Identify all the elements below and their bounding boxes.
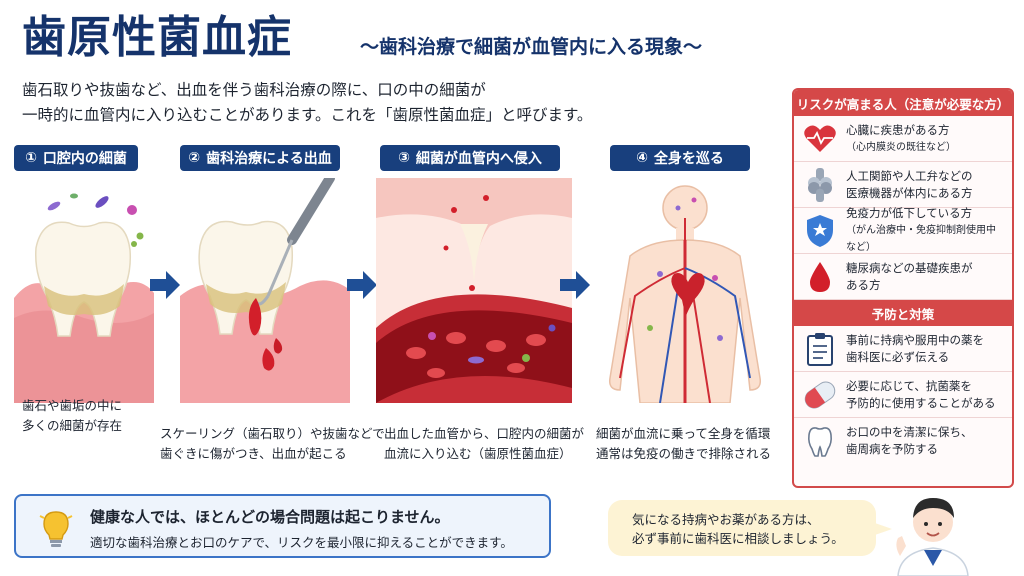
clipboard-icon <box>802 331 838 367</box>
risk-sidebar: リスクが高まる人（注意が必要な方） 心臓に疾患がある方 （心内膜炎の既往など） … <box>792 88 1014 488</box>
step-caption-4: 細菌が血流に乗って全身を循環 通常は免疫の働きで排除される <box>596 426 772 461</box>
prevention-item-oral-care: お口の中を清潔に保ち、 歯周病を予防する <box>794 418 1012 464</box>
step-caption-3: 出血した血管から、口腔内の細菌が 血流に入り込む（歯原性菌血症） <box>384 426 585 461</box>
prevention-item-antibiotic: 必要に応じて、抗菌薬を 予防的に使用することがある <box>794 372 1012 418</box>
intro-text: 歯石取りや抜歯など、出血を伴う歯科治療の際に、口の中の細菌が 一時的に血管内に入… <box>22 78 602 128</box>
capsule-icon <box>802 377 838 413</box>
reassurance-note: 健康な人では、ほとんどの場合問題は起こりません。 適切な歯科治療とお口のケアで、… <box>14 494 551 558</box>
risk-item-immunity: 免疫力が低下している方 （がん治療中・免疫抑制剤使用中など） <box>794 206 1012 254</box>
arrow-right-icon <box>150 271 180 299</box>
doctor-avatar <box>896 498 969 576</box>
illustration-vessel-invasion <box>376 178 572 403</box>
prevention-heading: 予防と対策 <box>794 300 1012 326</box>
risk-item-diabetes: 糖尿病などの基礎疾患が ある方 <box>794 254 1012 300</box>
risk-item-heart: 心臓に疾患がある方 （心内膜炎の既往など） <box>794 116 1012 162</box>
arrow-right-icon <box>560 271 590 299</box>
step-caption-2: スケーリング（歯石取り）や抜歯などで 歯ぐきに傷がつき、出血が起こる <box>160 426 385 461</box>
bubble-tail <box>872 522 892 536</box>
heart-icon <box>802 121 838 157</box>
note-main-text: 健康な人では、ほとんどの場合問題は起こりません。 <box>90 508 450 526</box>
illustration-oral-bacteria <box>14 178 154 403</box>
advice-speech-bubble: 気になる持病やお薬がある方は、 必ず事前に歯科医に相談しましょう。 <box>608 500 876 556</box>
bubble-line-2: 必ず事前に歯科医に相談しましょう。 <box>632 531 844 546</box>
page-subtitle: 〜歯科治療で細菌が血管内に入る現象〜 <box>360 36 703 58</box>
lightbulb-icon <box>39 511 73 547</box>
step-caption-1: 歯石や歯垢の中に 多くの細菌が存在 <box>22 398 123 433</box>
illustration-body-circulation <box>590 178 780 403</box>
risk-heading: リスクが高まる人（注意が必要な方） <box>794 90 1012 116</box>
page-title: 歯原性菌血症 <box>22 12 292 63</box>
risk-item-implant: 人工関節や人工弁などの 医療機器が体内にある方 <box>794 162 1012 208</box>
intro-line-2: 一時的に血管内に入り込むことがあります。これを「歯原性菌血症」と呼びます。 <box>22 106 593 124</box>
blood-drop-icon <box>802 259 838 295</box>
intro-line-1: 歯石取りや抜歯など、出血を伴う歯科治療の際に、口の中の細菌が <box>22 81 486 99</box>
shield-icon <box>802 213 838 249</box>
arrow-right-icon <box>347 271 377 299</box>
note-sub-text: 適切な歯科治療とお口のケアで、リスクを最小限に抑えることができます。 <box>90 535 513 550</box>
bubble-line-1: 気になる持病やお薬がある方は、 <box>632 512 820 527</box>
prevention-item-inform: 事前に持病や服用中の薬を 歯科医に必ず伝える <box>794 326 1012 372</box>
joint-icon <box>802 167 838 203</box>
tooth-icon <box>802 423 838 459</box>
illustration-dental-bleeding <box>180 178 350 403</box>
